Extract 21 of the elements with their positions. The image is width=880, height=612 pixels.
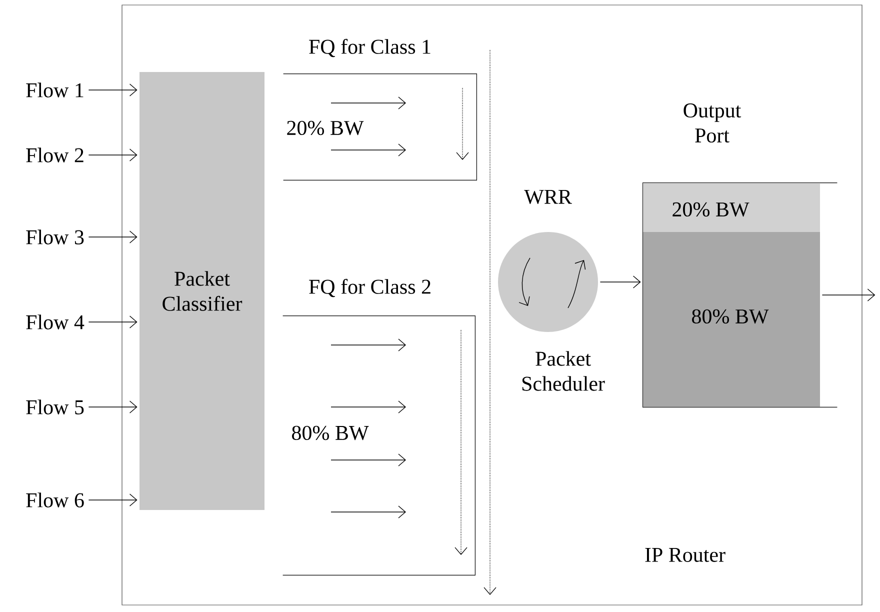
bandwidth-band: 80% BW xyxy=(643,232,820,407)
arrow xyxy=(88,316,138,328)
arrow xyxy=(88,230,138,244)
bandwidth-band: 20% BW xyxy=(643,183,820,232)
arrow xyxy=(88,494,138,506)
arrow xyxy=(88,148,138,162)
flow-label: Flow 6 xyxy=(26,492,84,508)
queue-box: FQ for Class 2 80% BW xyxy=(282,278,476,576)
arrow xyxy=(88,400,138,414)
arrow xyxy=(822,288,876,302)
arrow xyxy=(600,276,641,288)
flow-label: Flow 3 xyxy=(26,230,84,244)
scheduler-label: WRR xyxy=(524,190,572,204)
classifier-box: Packet Classifier xyxy=(140,72,264,510)
flow-label: Flow 4 xyxy=(26,314,84,330)
flow-label: Flow 1 xyxy=(26,82,84,98)
arrow xyxy=(88,84,138,96)
scheduler-label: Packet Scheduler xyxy=(522,351,605,391)
flow-label: Flow 2 xyxy=(26,148,84,162)
queue-box: FQ for Class 1 20% BW xyxy=(283,38,477,180)
flow-label: Flow 5 xyxy=(26,400,84,414)
